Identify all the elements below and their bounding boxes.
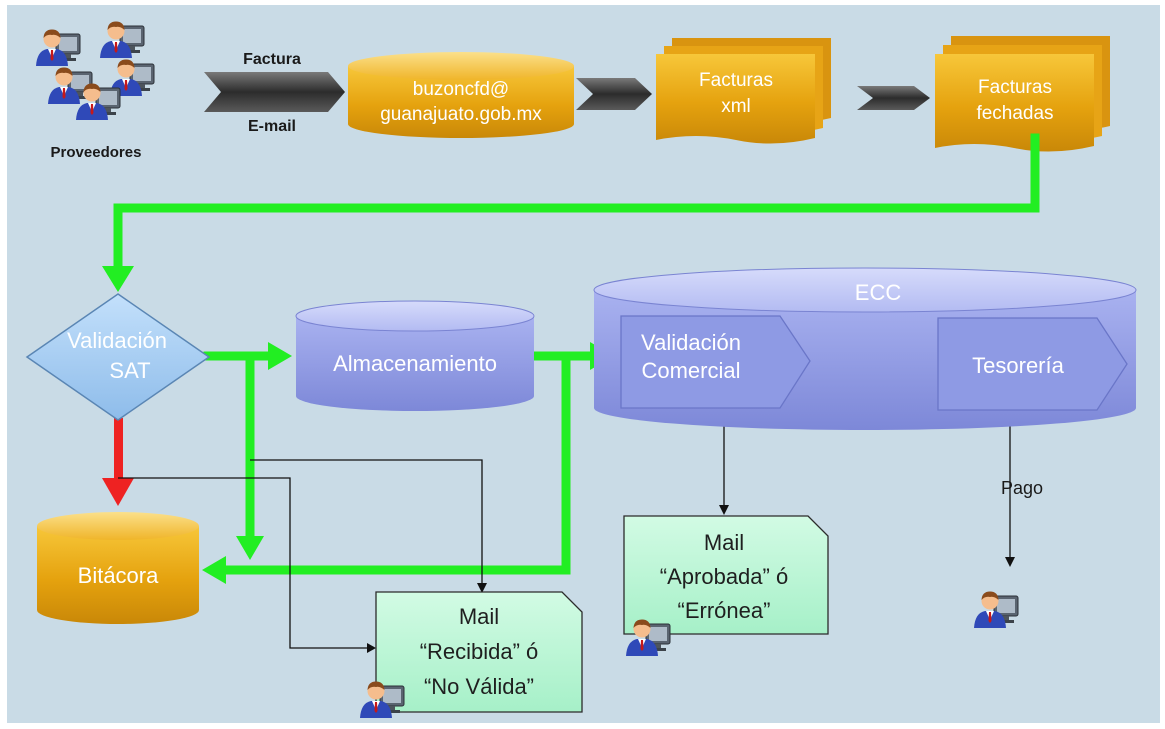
- email-label: E-mail: [248, 118, 296, 135]
- error-flow-line: [114, 418, 123, 480]
- facturas-xml-documents: [656, 38, 831, 144]
- mail-aprobada-line2: “Aprobada” ó: [660, 564, 788, 589]
- facturas-fechadas-line2: fechadas: [976, 103, 1053, 124]
- mail-aprobada-line1: Mail: [704, 530, 744, 555]
- facturas-xml-line1: Facturas: [699, 70, 773, 91]
- mail-recibida-line1: Mail: [459, 604, 499, 629]
- facturas-xml-line2: xml: [721, 96, 751, 117]
- tesoreria-label: Tesorería: [972, 353, 1064, 378]
- facturas-fechadas-documents: [935, 36, 1110, 152]
- tesoreria-step: [937, 317, 1128, 411]
- pago-label: Pago: [1001, 478, 1043, 498]
- mail-aprobada-line3: “Errónea”: [678, 598, 771, 623]
- validacion-comercial-line1: Validación: [641, 330, 741, 355]
- flow-arrow-xml-to-fechadas: [857, 86, 930, 110]
- validacion-sat-line1: Validación: [67, 328, 167, 353]
- almacenamiento-storage: [295, 300, 535, 411]
- facturas-fechadas-line1: Facturas: [978, 77, 1052, 98]
- validacion-sat-line2: SAT: [109, 358, 150, 383]
- error-flow-arrowhead: [102, 478, 134, 506]
- buzon-mailbox: [348, 52, 574, 138]
- mail-aprobada-note: [623, 515, 829, 635]
- email-arrow: [204, 72, 345, 112]
- bitacora-label: Bitácora: [78, 563, 159, 588]
- flow-arrow-buzon-to-xml: [576, 78, 652, 110]
- buzon-label-line1: buzoncfd@: [413, 79, 509, 100]
- almacenamiento-label: Almacenamiento: [333, 351, 497, 376]
- ecc-label: ECC: [855, 280, 902, 305]
- factura-label: Factura: [243, 51, 301, 68]
- validacion-sat-decision: [25, 293, 211, 421]
- green-flow-lines: [113, 133, 1040, 575]
- mail-recibida-line3: “No Válida”: [424, 674, 534, 699]
- buzon-label-line2: guanajuato.gob.mx: [380, 104, 542, 125]
- validacion-comercial-line2: Comercial: [641, 358, 740, 383]
- mail-recibida-line2: “Recibida” ó: [420, 639, 539, 664]
- validacion-comercial-step: [620, 315, 811, 409]
- proveedores-label: Proveedores: [51, 144, 142, 161]
- thin-arrowheads: [367, 505, 1015, 653]
- bitacora-log: [37, 512, 199, 624]
